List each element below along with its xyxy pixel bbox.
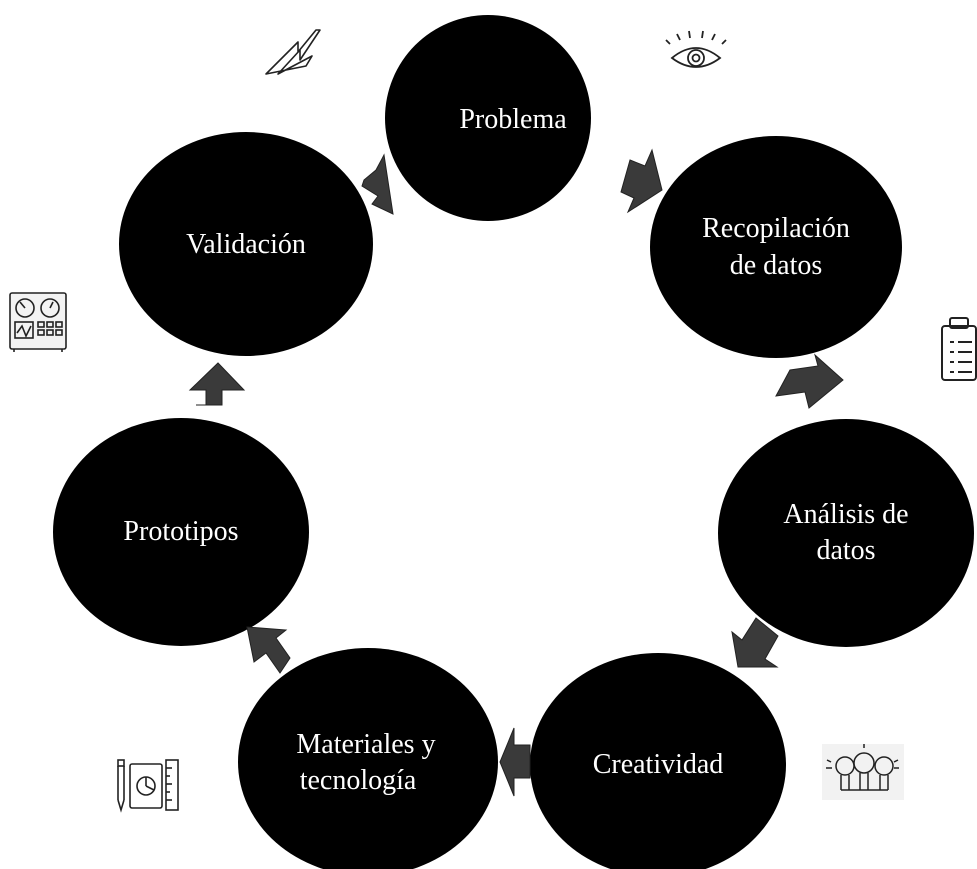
arrow-analisis-to-creatividad <box>731 617 779 668</box>
clipboard-icon <box>941 317 977 381</box>
lightning-icon <box>265 29 321 75</box>
node-problema: Problema <box>385 15 591 221</box>
node-label-problema: Problema <box>459 104 567 135</box>
node-label-analisis-line1: Análisis de <box>783 499 908 530</box>
node-label-materiales-line1: Materiales y <box>296 729 435 760</box>
arrow-validacion-to-problema <box>361 153 394 215</box>
node-label-recopilacion-line2: de datos <box>730 250 823 281</box>
node-label-materiales-line2: tecnología <box>300 765 417 796</box>
node-recopilacion: Recopilación de datos <box>650 136 902 358</box>
node-label-creatividad: Creatividad <box>593 749 724 780</box>
node-validacion: Validación <box>119 132 373 356</box>
node-label-prototipos: Prototipos <box>123 516 238 547</box>
node-label-analisis-line2: datos <box>816 535 875 566</box>
blueprint-ruler-icon <box>117 759 179 813</box>
lightbulbs-icon <box>822 744 904 800</box>
node-label-recopilacion-line1: Recopilación <box>702 213 850 244</box>
node-analisis: Análisis de datos <box>718 419 974 647</box>
arrow-prototipos-to-validacion <box>188 362 246 406</box>
arrow-creatividad-to-materiales <box>499 727 531 797</box>
node-materiales: Materiales y tecnología <box>238 648 498 869</box>
arrow-materiales-to-prototipos <box>246 626 291 674</box>
arrow-recopilacion-to-analisis <box>775 353 844 409</box>
measurement-panel-icon <box>9 292 67 352</box>
node-label-validacion: Validación <box>186 229 306 260</box>
arrow-problema-to-recopilacion <box>620 148 663 214</box>
eye-icon <box>665 30 727 68</box>
node-creatividad: Creatividad <box>530 653 786 869</box>
node-prototipos: Prototipos <box>53 418 309 646</box>
